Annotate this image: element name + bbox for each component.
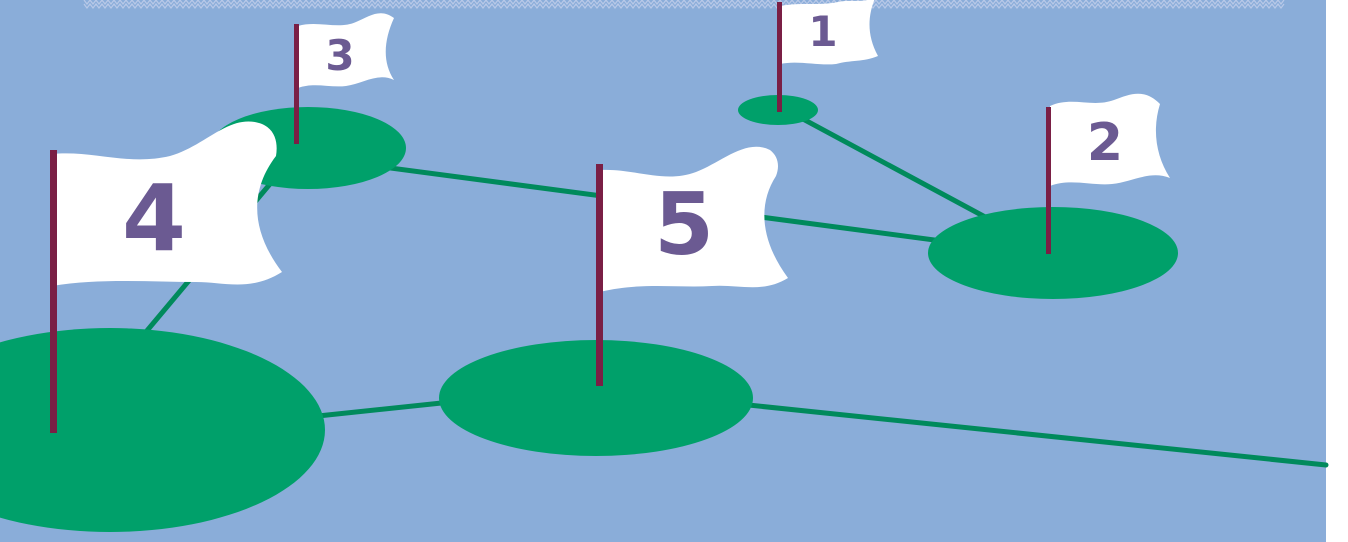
top-zigzag-decoration bbox=[83, 0, 1285, 9]
flag-2-cloth bbox=[1050, 93, 1170, 186]
flag-4: 4 bbox=[50, 121, 282, 433]
green-2 bbox=[928, 207, 1178, 299]
flag-1-cloth bbox=[780, 0, 878, 65]
flag-2: 2 bbox=[1046, 93, 1170, 254]
flag-4-pole bbox=[50, 150, 57, 433]
green-5 bbox=[439, 340, 753, 456]
right-border bbox=[1326, 0, 1348, 542]
flag-3-number: 3 bbox=[325, 31, 354, 80]
flag-2-number: 2 bbox=[1087, 113, 1123, 173]
flag-5-number: 5 bbox=[654, 175, 714, 275]
flag-5: 5 bbox=[596, 146, 788, 386]
flag-5-cloth bbox=[600, 146, 788, 292]
path-5-east bbox=[697, 397, 1329, 468]
flag-1: 1 bbox=[777, 0, 878, 112]
flag-1-pole bbox=[777, 2, 782, 112]
path-1-2 bbox=[787, 109, 1003, 228]
flag-1-number: 1 bbox=[808, 7, 837, 56]
flag-3-cloth bbox=[298, 13, 394, 88]
green-4 bbox=[0, 328, 325, 532]
flag-4-number: 4 bbox=[122, 165, 186, 272]
flag-2-pole bbox=[1046, 107, 1051, 254]
flag-3: 3 bbox=[294, 13, 394, 144]
flag-3-pole bbox=[294, 24, 299, 144]
flag-5-pole bbox=[596, 164, 603, 386]
flag-4-cloth bbox=[52, 121, 282, 286]
